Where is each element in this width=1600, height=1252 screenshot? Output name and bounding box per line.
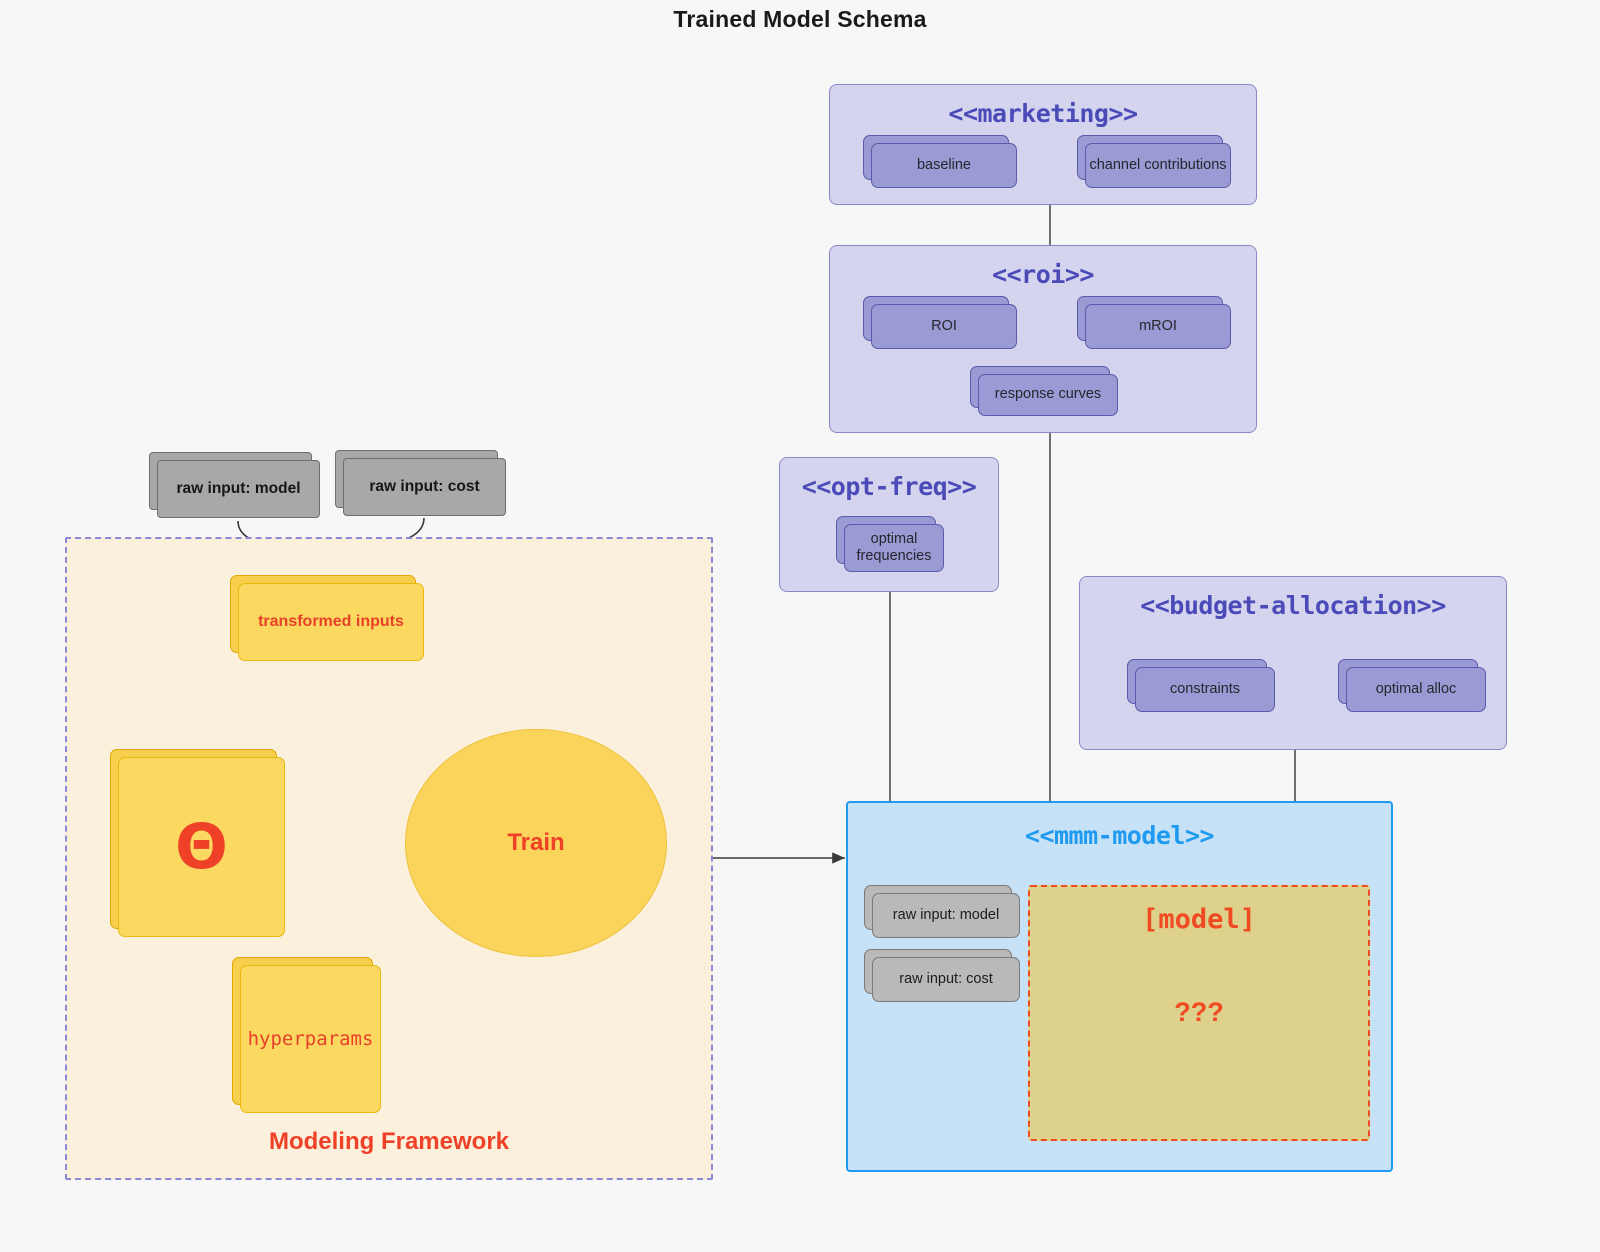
theta-symbol: Θ <box>175 810 228 883</box>
node-channel-contributions[interactable]: channel contributions <box>1077 135 1231 188</box>
node-label-optimal-alloc: optimal alloc <box>1346 667 1486 712</box>
node-label-roi: ROI <box>871 304 1017 349</box>
node-label-constraints: constraints <box>1135 667 1275 712</box>
node-constraints[interactable]: constraints <box>1127 659 1275 712</box>
node-mroi[interactable]: mROI <box>1077 296 1231 349</box>
node-transformed-inputs[interactable]: transformed inputs <box>230 575 424 661</box>
node-optimal-frequencies[interactable]: optimal frequencies <box>836 516 944 572</box>
package-roi[interactable]: <<roi>> ROI mROI response curves <box>829 245 1257 433</box>
node-baseline[interactable]: baseline <box>863 135 1017 188</box>
node-label-response-curves: response curves <box>978 374 1118 416</box>
optimal-frequencies-line2: frequencies <box>856 548 932 564</box>
package-title-budget-allocation: <<budget-allocation>> <box>1140 591 1446 620</box>
mmm-raw-input-model[interactable]: raw input: model <box>864 885 1020 938</box>
modeling-framework-label: Modeling Framework <box>268 1128 510 1155</box>
train-label: Train <box>507 829 565 856</box>
model-placeholder-secondary: ??? <box>1174 997 1224 1027</box>
package-budget-allocation[interactable]: <<budget-allocation>> constraints optima… <box>1079 576 1507 750</box>
mmm-raw-input-model-label: raw input: model <box>872 893 1020 938</box>
node-label-baseline: baseline <box>871 143 1017 188</box>
node-response-curves[interactable]: response curves <box>970 366 1118 416</box>
mmm-raw-input-cost[interactable]: raw input: cost <box>864 949 1020 1002</box>
node-label-transformed-inputs: transformed inputs <box>238 583 424 661</box>
optimal-frequencies-line1: optimal <box>870 530 918 547</box>
raw-input-cost-label: raw input: cost <box>343 458 506 516</box>
model-placeholder-primary: [model] <box>1142 904 1256 935</box>
page-title: Trained Model Schema <box>673 6 927 32</box>
node-label-hyperparams: hyperparams <box>240 965 381 1113</box>
node-roi[interactable]: ROI <box>863 296 1017 349</box>
package-title-marketing: <<marketing>> <box>948 99 1138 128</box>
node-label-mroi: mROI <box>1085 304 1231 349</box>
mmm-raw-input-cost-label: raw input: cost <box>872 957 1020 1002</box>
node-label-theta: Θ <box>118 757 285 937</box>
package-title-roi: <<roi>> <box>992 260 1094 289</box>
raw-input-cost-source[interactable]: raw input: cost <box>335 450 506 516</box>
node-optimal-alloc[interactable]: optimal alloc <box>1338 659 1486 712</box>
package-marketing[interactable]: <<marketing>> baseline channel contribut… <box>829 84 1257 205</box>
node-hyperparams[interactable]: hyperparams <box>232 957 381 1113</box>
package-opt-freq[interactable]: <<opt-freq>> optimal frequencies <box>779 457 999 592</box>
raw-input-model-source[interactable]: raw input: model <box>149 452 320 518</box>
package-title-opt-freq: <<opt-freq>> <box>801 472 977 501</box>
node-theta[interactable]: Θ <box>110 749 285 937</box>
node-label-channel-contributions: channel contributions <box>1085 143 1231 188</box>
package-title-mmm-model: <<mmm-model>> <box>1024 821 1215 850</box>
train-process-ellipse[interactable]: Train <box>405 729 667 957</box>
raw-input-model-label: raw input: model <box>157 460 320 518</box>
node-label-optimal-frequencies: optimal frequencies <box>844 524 944 572</box>
model-placeholder-region[interactable]: [model] ??? <box>1028 885 1370 1141</box>
package-mmm-model[interactable]: <<mmm-model>> raw input: model raw input… <box>846 801 1393 1172</box>
